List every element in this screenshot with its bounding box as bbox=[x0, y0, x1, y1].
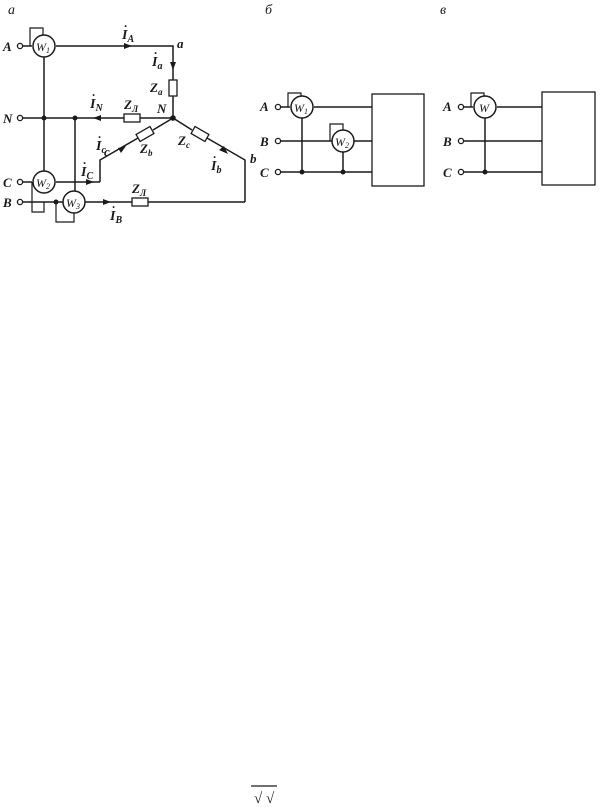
terminal-A-label: A bbox=[2, 39, 12, 54]
impedance-ZL-neutral bbox=[123, 113, 141, 123]
terminal-B-label: B bbox=[2, 195, 12, 210]
arrow-Ia bbox=[170, 62, 176, 70]
current-IC-label: IC bbox=[80, 165, 93, 182]
panel-a-label: a bbox=[8, 3, 15, 18]
current-IA-dot: · bbox=[124, 19, 127, 33]
w3-voltage-loop bbox=[55, 202, 75, 223]
panel-c-terminal-A bbox=[457, 103, 465, 111]
panel-c-junction-C bbox=[482, 169, 488, 175]
w2-voltage-loop bbox=[31, 182, 45, 213]
junction-N-bus bbox=[41, 115, 47, 121]
panel-b-terminal-B-label: B bbox=[259, 134, 269, 149]
panel-c-label: в bbox=[440, 3, 446, 18]
panel-b-w1-voltage-loop bbox=[287, 92, 302, 107]
wire-Zc-to-b bbox=[206, 137, 246, 202]
node-N-label: N bbox=[156, 101, 167, 116]
wire-Zb-to-c bbox=[99, 137, 139, 182]
current-Ic-label: Ic bbox=[95, 139, 106, 156]
w1-voltage-loop bbox=[29, 27, 44, 46]
terminal-A bbox=[16, 42, 24, 50]
impedance-Zc bbox=[190, 125, 210, 143]
impedance-Zc-label: Zc bbox=[177, 133, 190, 150]
panel-c-terminal-B-label: B bbox=[442, 134, 452, 149]
impedance-ZL-B-label: ZЛ bbox=[131, 181, 147, 198]
impedance-Za bbox=[168, 79, 178, 97]
wattmeter-w2-label: W2 bbox=[36, 176, 50, 191]
node-c-label: c bbox=[104, 144, 110, 159]
footer-formula-fragment: √ √ bbox=[254, 791, 275, 807]
panel-b-junction-C-1 bbox=[299, 169, 305, 175]
arrow-Ib bbox=[219, 146, 228, 154]
current-IB-label: IB bbox=[109, 209, 122, 226]
wattmeter-w1-label: W1 bbox=[36, 40, 50, 55]
terminal-N-label: N bbox=[2, 111, 13, 126]
panel-b-terminal-A bbox=[274, 103, 282, 111]
panel-b-terminal-B bbox=[274, 137, 282, 145]
panel-b-terminal-C-label: C bbox=[260, 165, 269, 180]
panel-b-w2-voltage-loop bbox=[329, 123, 344, 141]
current-IC-dot: · bbox=[83, 156, 86, 170]
panel-b-load-box bbox=[371, 93, 425, 187]
panel-b-label: б bbox=[265, 3, 273, 18]
arrow-IN bbox=[93, 115, 101, 121]
current-Ib-dot: · bbox=[213, 150, 216, 164]
current-IN-label: IN bbox=[89, 97, 103, 114]
panel-c-terminal-C bbox=[457, 168, 465, 176]
wire-N-to-Zb bbox=[152, 117, 174, 131]
terminal-B bbox=[16, 198, 24, 206]
panel-b-wattmeter-w1-label: W1 bbox=[294, 101, 308, 116]
panel-b-terminal-A-label: A bbox=[259, 99, 269, 114]
arrow-IC bbox=[86, 179, 94, 185]
current-IN-dot: · bbox=[92, 88, 95, 102]
panel-c-terminal-C-label: C bbox=[443, 165, 452, 180]
terminal-N bbox=[16, 114, 24, 122]
terminal-C bbox=[16, 178, 24, 186]
impedance-Za-label: Za bbox=[149, 80, 163, 97]
panel-b-junction-C-2 bbox=[340, 169, 346, 175]
panel-b-wattmeter-w2-label: W2 bbox=[335, 135, 349, 150]
panel-c-w-voltage-loop bbox=[470, 92, 485, 107]
panel-c-terminal-A-label: A bbox=[442, 99, 452, 114]
current-IB-dot: · bbox=[112, 200, 115, 214]
node-a-label: a bbox=[177, 36, 184, 51]
current-Ib-label: Ib bbox=[210, 159, 221, 176]
arrow-IA bbox=[124, 43, 132, 49]
panel-c-load-box bbox=[541, 91, 596, 186]
impedance-Zb bbox=[135, 125, 155, 143]
impedance-ZL-B bbox=[131, 197, 149, 207]
terminal-C-label: C bbox=[3, 175, 12, 190]
wire-N-to-Zc bbox=[172, 117, 193, 131]
panel-c-terminal-B bbox=[457, 137, 465, 145]
node-b-label: b bbox=[250, 151, 257, 166]
wattmeter-w2 bbox=[32, 170, 56, 194]
current-Ia-label: Ia bbox=[151, 55, 162, 72]
current-Ia-dot: · bbox=[154, 46, 157, 60]
wattmeter-w3-label: W3 bbox=[66, 196, 80, 211]
panel-c-wattmeter-w-label: W bbox=[479, 101, 490, 115]
impedance-Zb-label: Zb bbox=[139, 141, 153, 158]
arrow-Ic bbox=[118, 146, 126, 153]
panel-b-terminal-C bbox=[274, 168, 282, 176]
impedance-ZL-neutral-label: ZЛ bbox=[123, 97, 139, 114]
arrow-IB bbox=[103, 199, 111, 205]
current-IA-label: IA bbox=[121, 28, 134, 45]
current-Ic-dot: · bbox=[98, 130, 101, 144]
